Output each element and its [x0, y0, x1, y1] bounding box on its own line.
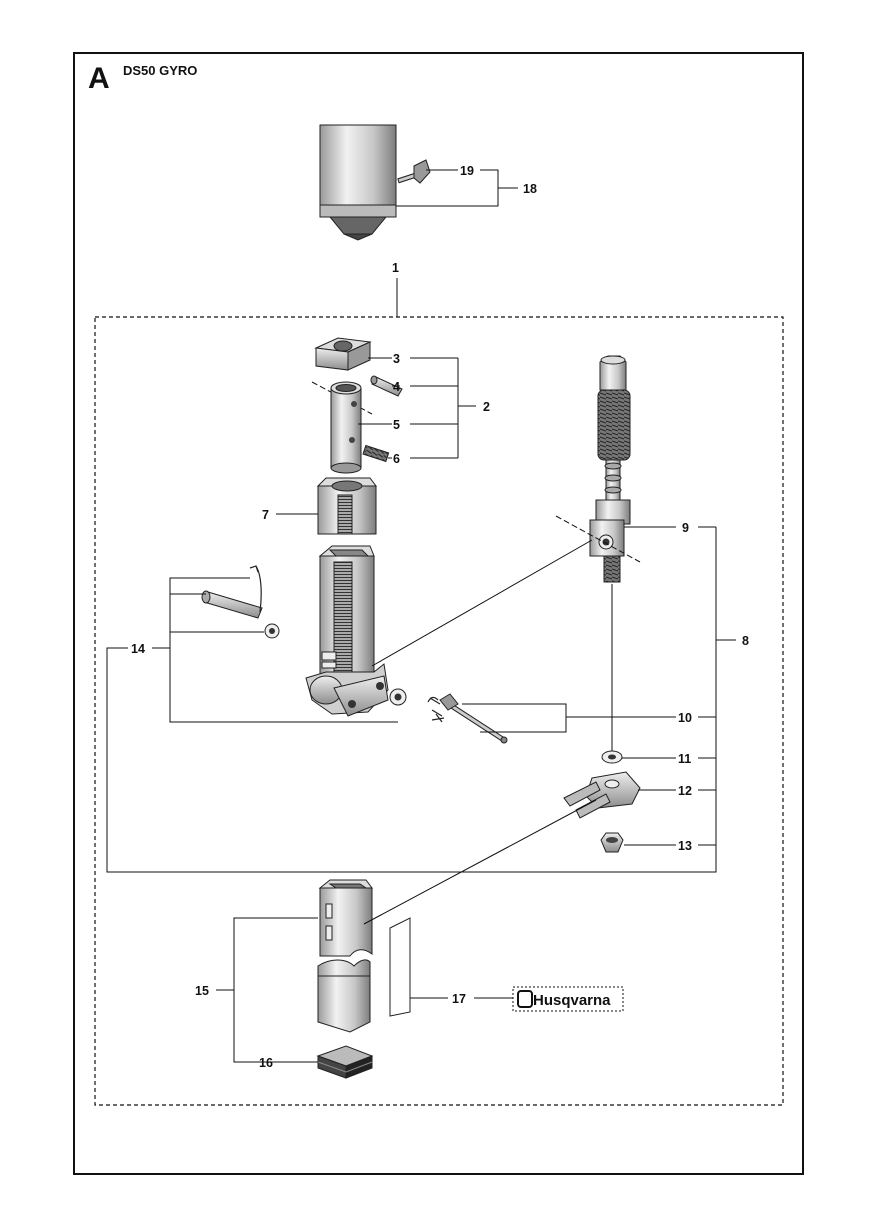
callout-8: 8: [742, 634, 749, 648]
husqvarna-logo: Husqvarna: [512, 986, 624, 1012]
pin-part: [370, 375, 403, 397]
callout-16: 16: [259, 1056, 273, 1070]
section-letter: A: [88, 62, 110, 95]
bolt-part: [427, 693, 508, 744]
nut-part: [600, 832, 624, 853]
callout-10: 10: [678, 711, 692, 725]
callout-7: 7: [262, 508, 269, 522]
logo-text: Husqvarna: [533, 992, 611, 1009]
callout-18: 18: [523, 182, 537, 196]
fork-part: [563, 771, 641, 819]
cover-part: [319, 124, 397, 241]
callout-19: 19: [460, 164, 474, 178]
callout-4: 4: [393, 380, 400, 394]
callout-12: 12: [678, 784, 692, 798]
callout-14: 14: [131, 642, 145, 656]
callout-5: 5: [393, 418, 400, 432]
callout-15: 15: [195, 984, 209, 998]
foot-tube-part: [317, 879, 373, 1033]
callout-6: 6: [393, 452, 400, 466]
assembly-box: [94, 316, 784, 1106]
tube-part: [311, 381, 373, 474]
model-title: DS50 GYRO: [123, 63, 198, 78]
callout-3: 3: [393, 352, 400, 366]
diagram-frame: [73, 52, 804, 1175]
end-cap-part: [316, 1045, 374, 1079]
hinge-pin-part: [201, 565, 407, 706]
callout-9: 9: [682, 521, 689, 535]
top-block-part: [314, 337, 372, 371]
callout-17: 17: [452, 992, 466, 1006]
wing-screw-part: [397, 159, 431, 184]
callout-11: 11: [678, 752, 691, 766]
feed-screw-part: [555, 355, 641, 583]
label-sticker-part: [389, 917, 411, 1017]
callout-13: 13: [678, 839, 692, 853]
callout-2: 2: [483, 400, 490, 414]
column-part: [305, 545, 389, 717]
callout-1: 1: [392, 261, 399, 275]
leader-lines: [106, 169, 736, 1063]
callout-labels: 1 2 3 4 5 6 7 8 9 10 11 12 13 14 15 16 1…: [131, 164, 749, 1070]
set-screw-part: [362, 444, 390, 463]
washer-part: [601, 750, 623, 764]
clamp-block-part: [316, 477, 377, 535]
